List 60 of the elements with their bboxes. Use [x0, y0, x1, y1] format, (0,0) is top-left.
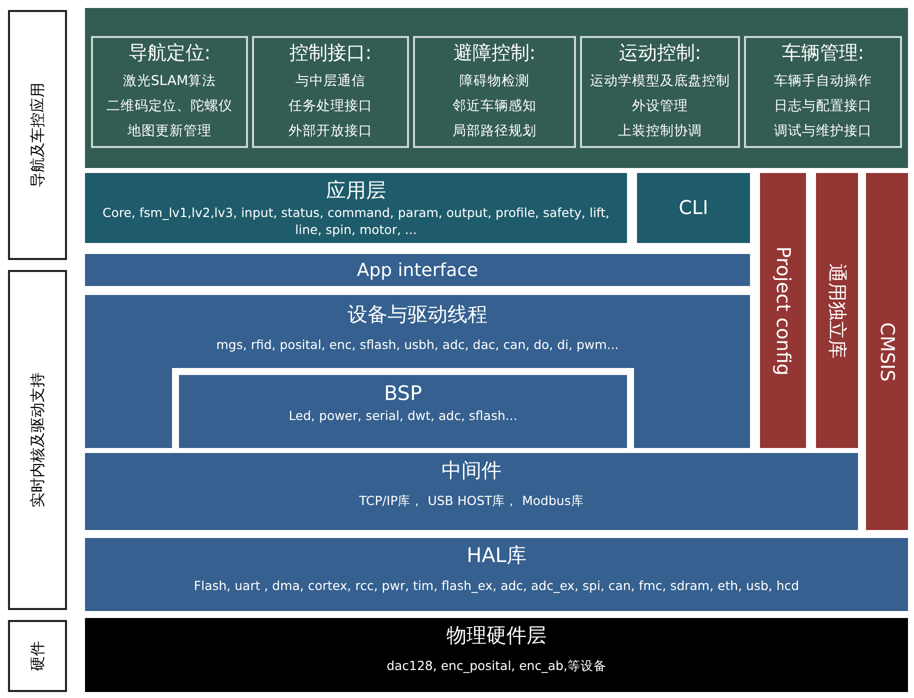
module-item-text: 激光SLAM算法: [122, 72, 218, 91]
layer-box: [85, 254, 750, 286]
module-heading: 车辆管理:: [780, 41, 866, 66]
module-item-text: 车辆手自动操作: [773, 72, 873, 91]
layer-box: [637, 173, 750, 243]
application-panel: [85, 8, 908, 168]
layer-title: 中间件: [440, 457, 502, 484]
module-item-text: 外部开放接口: [288, 122, 374, 141]
side-bar: [816, 173, 858, 448]
layer-label: [8, 270, 67, 610]
module-item-text: 上装控制协调: [617, 122, 703, 141]
layer-description: Led, power, serial, dwt, adc, sflash...: [288, 407, 518, 424]
module-item-text: 局部路径规划: [452, 122, 538, 141]
layer-box: [85, 173, 627, 243]
layer-description: Flash, uart , dma, cortex, rcc, pwr, tim, flash_ex, adc, adc_ex, spi, can, fmc, sdram, eth, usb, hcd: [192, 577, 800, 594]
side-bar: [760, 173, 806, 448]
module-item-text: 地图更新管理: [126, 122, 212, 141]
layer-title: BSP: [382, 381, 424, 405]
layer-description: dac128, enc_posital, enc_ab,等设备: [386, 657, 608, 674]
layer-title: Project config: [772, 246, 794, 376]
layer-title: 通用独立库: [825, 263, 849, 358]
module-heading: 控制接口:: [288, 41, 373, 66]
layer-title: App interface: [356, 260, 478, 280]
module-item-text: 与中层通信: [294, 72, 366, 91]
layer-description: Core, fsm_lv1,lv2,lv3, input, status, command, param, output, profile, safety, lift, line, spin, motor, ...: [101, 204, 610, 238]
layer-title: 导航及车控应用: [28, 82, 47, 188]
layer-title: CMSIS: [876, 322, 898, 382]
module-card: [413, 36, 576, 148]
module-heading: 运动控制:: [618, 41, 702, 66]
module-card: [252, 36, 409, 148]
module-heading: 避障控制:: [452, 41, 537, 66]
layer-box: [85, 295, 750, 448]
layer-box: [85, 538, 908, 611]
layer-description: TCP/IP库， USB HOST库， Modbus库: [358, 492, 585, 509]
layer-label: [8, 620, 67, 692]
module-item-text: 运动学模型及底盘控制: [589, 72, 731, 91]
module-item-text: 调试与维护接口: [773, 122, 873, 141]
module-item-text: 邻近车辆感知: [452, 97, 538, 116]
layer-title: 设备与驱动线程: [346, 301, 488, 328]
layer-title: 硬件: [28, 641, 47, 671]
module-heading: 导航定位:: [127, 41, 212, 66]
layer-label: [8, 10, 67, 260]
layer-description: mgs, rfid, posital, enc, sflash, usbh, adc, dac, can, do, di, pwm...: [215, 336, 620, 353]
layer-title: CLI: [678, 197, 708, 219]
module-item-text: 障碍物检测: [458, 72, 530, 91]
module-item-text: 任务处理接口: [288, 97, 374, 116]
layer-title: 物理硬件层: [446, 622, 548, 649]
module-item-text: 日志与配置接口: [773, 97, 873, 116]
layer-box: [85, 453, 858, 530]
module-card: [580, 36, 740, 148]
module-item-text: 外设管理: [631, 97, 689, 116]
module-card: [744, 36, 902, 148]
module-card: [91, 36, 248, 148]
layer-box: [172, 368, 634, 448]
module-item-text: 二维码定位、陀螺仪: [106, 97, 234, 116]
layer-title: 实时内核及驱动支持: [28, 372, 47, 508]
layer-box: [85, 618, 908, 692]
layer-title: 应用层: [325, 177, 387, 204]
side-bar: [866, 173, 908, 530]
layer-title: HAL库: [466, 542, 528, 569]
